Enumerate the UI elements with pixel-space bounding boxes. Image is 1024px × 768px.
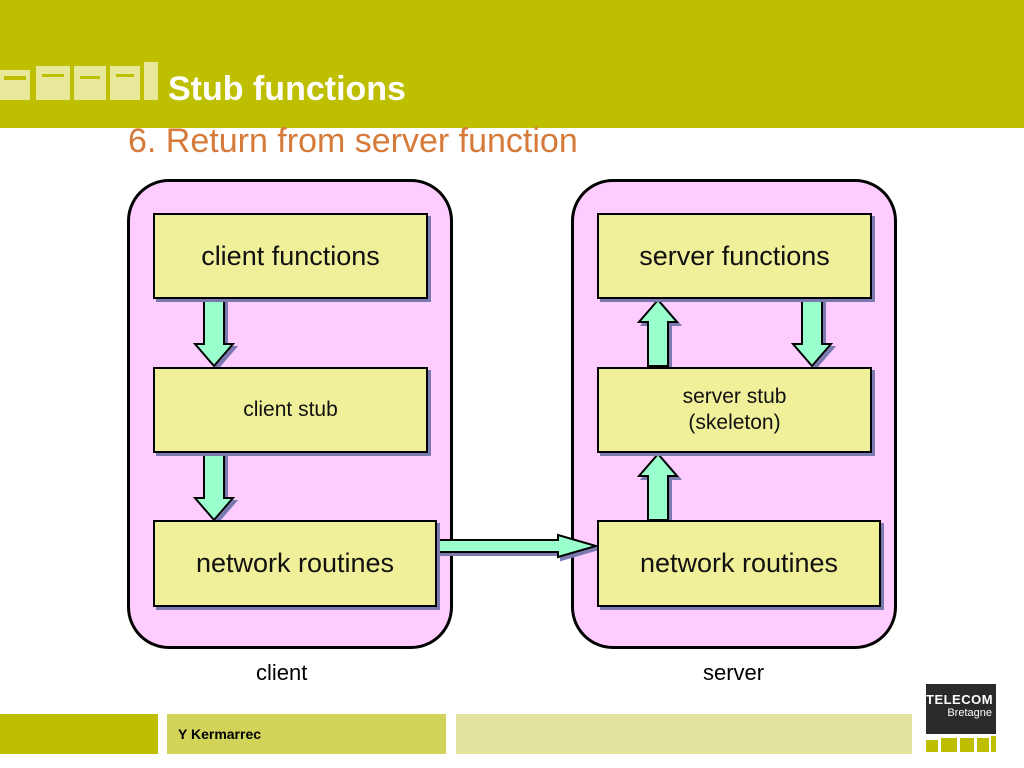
client-stub-box: client stub bbox=[153, 367, 428, 453]
client-functions-box: client functions bbox=[153, 213, 428, 299]
author-name: Y Kermarrec bbox=[178, 726, 262, 742]
server-functions-label: server functions bbox=[639, 240, 830, 271]
server-stub-skeleton-label: (skeleton) bbox=[688, 411, 781, 434]
footer-bar-left bbox=[0, 714, 158, 754]
slide-title: Stub functions bbox=[168, 70, 406, 108]
server-functions-box: server functions bbox=[597, 213, 872, 299]
server-stub-box: server stub (skeleton) bbox=[597, 367, 872, 453]
client-arrow-down-1 bbox=[192, 299, 236, 368]
server-caption: server bbox=[703, 660, 765, 685]
logo-line-1: TELECOM bbox=[926, 692, 994, 707]
header-bar bbox=[0, 0, 1024, 128]
logo-line-2: Bretagne bbox=[947, 707, 992, 719]
network-arrow-right bbox=[437, 533, 600, 559]
server-arrow-up-1 bbox=[636, 298, 680, 367]
footer-bar-middle bbox=[167, 714, 446, 754]
server-network-box: network routines bbox=[597, 520, 881, 607]
slide-subtitle: 6. Return from server function bbox=[128, 122, 578, 160]
client-network-label: network routines bbox=[195, 548, 395, 578]
client-caption: client bbox=[256, 660, 308, 685]
server-network-label: network routines bbox=[639, 548, 839, 578]
logo-glyphs-icon bbox=[926, 736, 996, 752]
telecom-bretagne-logo: TELECOM Bretagne bbox=[926, 684, 996, 734]
client-stub-label: client stub bbox=[243, 398, 338, 421]
footer-bar-right bbox=[456, 714, 912, 754]
client-functions-label: client functions bbox=[201, 240, 380, 271]
client-network-box: network routines bbox=[153, 520, 437, 607]
server-arrow-up-2 bbox=[636, 452, 680, 521]
school-logo-icon bbox=[0, 62, 158, 100]
server-arrow-down bbox=[790, 299, 834, 368]
client-arrow-down-2 bbox=[192, 453, 236, 522]
server-stub-label: server stub bbox=[682, 385, 787, 408]
